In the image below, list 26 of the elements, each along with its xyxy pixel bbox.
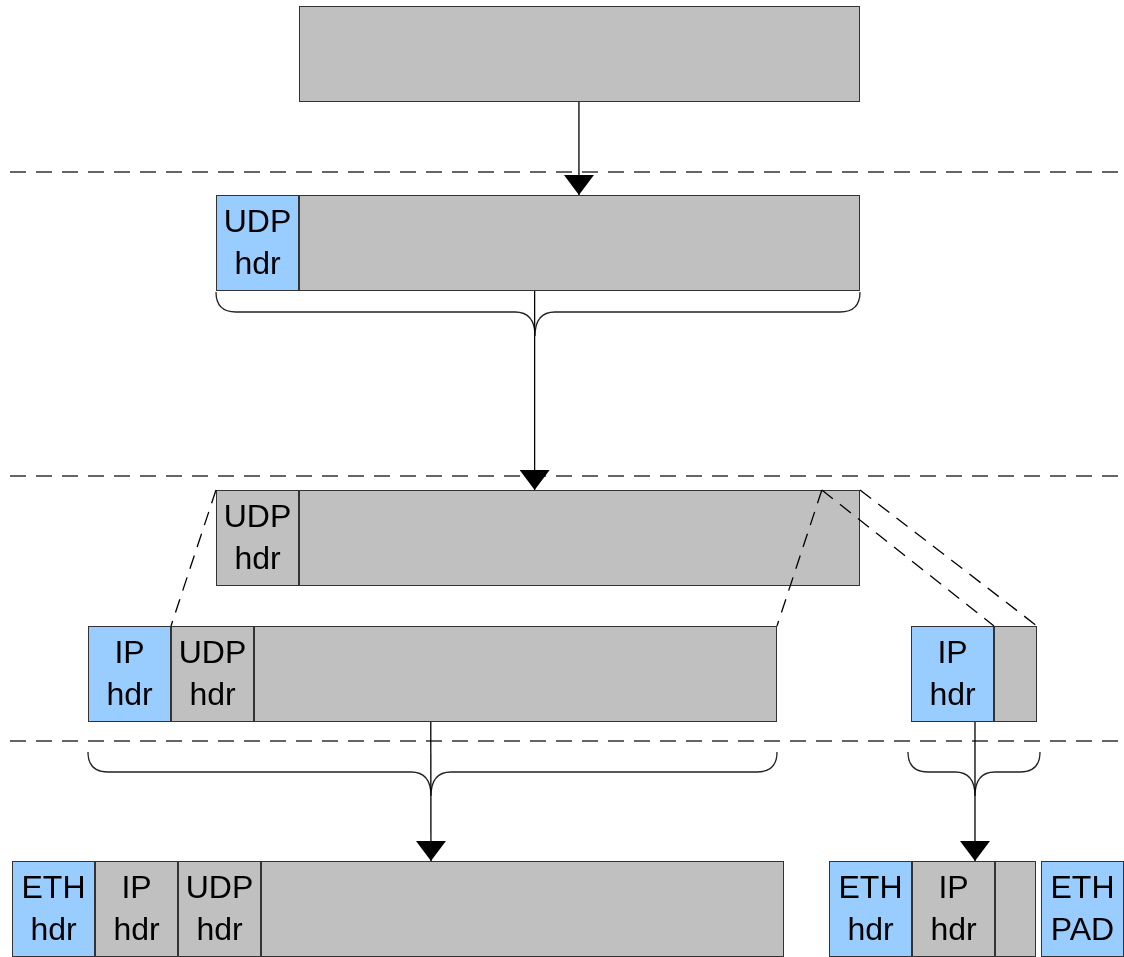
header-field: ETH hdr — [12, 861, 95, 957]
payload-field — [994, 626, 1037, 722]
projection-line — [170, 489, 217, 627]
header-field: ETH PAD — [1041, 861, 1124, 957]
projection-line — [859, 489, 1038, 627]
payload-field — [299, 195, 860, 291]
payload-field — [299, 6, 860, 102]
header-field: UDP hdr — [178, 861, 261, 957]
payload-field — [261, 861, 784, 957]
header-field: IP hdr — [912, 861, 995, 957]
header-field: UDP hdr — [216, 195, 299, 291]
projection-line — [776, 489, 823, 627]
arrow — [519, 290, 550, 491]
arrow — [960, 721, 990, 862]
header-field: UDP hdr — [216, 490, 299, 586]
header-field: IP hdr — [95, 861, 178, 957]
header-field: IP hdr — [911, 626, 994, 722]
payload-field — [995, 861, 1036, 957]
projection-line — [821, 489, 995, 627]
arrow — [563, 101, 594, 196]
header-field: UDP hdr — [171, 626, 254, 722]
payload-field — [254, 626, 777, 722]
payload-field — [299, 490, 860, 586]
arrow — [415, 721, 446, 862]
header-field: ETH hdr — [829, 861, 912, 957]
header-field: IP hdr — [88, 626, 171, 722]
